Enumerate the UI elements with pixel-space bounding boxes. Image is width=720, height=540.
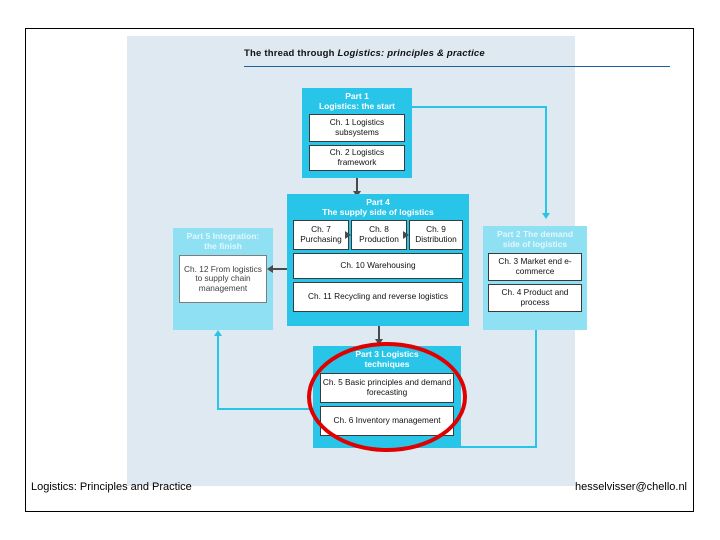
- part-5-block[interactable]: Part 5 Integration: the finish Ch. 12 Fr…: [173, 228, 273, 330]
- chapter-box-ch7[interactable]: Ch. 7 Purchasing: [293, 220, 349, 250]
- part-3-label-line1: Part 3 Logistics: [355, 349, 419, 359]
- chapter-box-ch1[interactable]: Ch. 1 Logistics subsystems: [309, 114, 405, 142]
- chapter-box-ch8[interactable]: Ch. 8 Production: [351, 220, 407, 250]
- part-1-label-line1: Part 1: [345, 91, 369, 101]
- part-4-label-line2: The supply side of logistics: [322, 207, 434, 217]
- arrow-part4-part5: [267, 265, 273, 273]
- part-5-label: Part 5 Integration: the finish: [173, 231, 273, 251]
- part-4-label: Part 4 The supply side of logistics: [287, 197, 469, 217]
- slide-frame: The thread through Logistics: principles…: [25, 28, 694, 512]
- part-5-label-line1: Part 5 Integration:: [186, 231, 260, 241]
- chapter-box-ch12[interactable]: Ch. 12 From logistics to supply chain ma…: [179, 255, 267, 303]
- chapter-box-ch11[interactable]: Ch. 11 Recycling and reverse logistics: [293, 282, 463, 312]
- diagram-header: The thread through Logistics: principles…: [244, 48, 674, 80]
- chapter-box-ch10[interactable]: Ch. 10 Warehousing: [293, 253, 463, 279]
- connector-part1-right: [412, 106, 547, 108]
- connector-right-down: [545, 106, 547, 214]
- footer-left-text: Logistics: Principles and Practice: [31, 481, 192, 493]
- connector-left-up: [217, 336, 219, 410]
- footer-right-text: hesselvisser@chello.nl: [574, 481, 687, 493]
- arrow-into-part5: [214, 330, 222, 336]
- connector-part4-part5: [273, 268, 287, 270]
- connector-part2-down: [535, 330, 537, 448]
- part-3-label-line2: techniques: [364, 359, 410, 369]
- title-divider: [244, 66, 670, 67]
- part-2-block[interactable]: Part 2 The demand side of logistics Ch. …: [483, 226, 587, 330]
- part-1-label-line2: Logistics: the start: [318, 101, 396, 111]
- chapter-box-ch3[interactable]: Ch. 3 Market end e-commerce: [488, 253, 582, 281]
- part-2-label-line1: Part 2 The demand: [496, 229, 574, 239]
- diagram-title-italic: Logistics: principles & practice: [337, 48, 485, 59]
- diagram-title-prefix: The thread through: [244, 48, 338, 59]
- arrow-ch7-ch8: [345, 231, 351, 239]
- part-4-label-line1: Part 4: [366, 197, 390, 207]
- part-3-label: Part 3 Logistics techniques: [313, 349, 461, 369]
- part-2-label-line2: side of logistics: [502, 239, 568, 249]
- part-2-label: Part 2 The demand side of logistics: [483, 229, 587, 249]
- chapter-box-ch5[interactable]: Ch. 5 Basic principles and demand foreca…: [320, 373, 454, 403]
- arrow-part4-part3: [375, 339, 383, 345]
- part-1-label: Part 1 Logistics: the start: [302, 91, 412, 111]
- part-4-block[interactable]: Part 4 The supply side of logistics Ch. …: [287, 194, 469, 326]
- part-5-label-line2: the finish: [204, 241, 242, 251]
- connector-part3-right: [457, 446, 537, 448]
- arrow-ch8-ch9: [403, 231, 409, 239]
- chapter-box-ch4[interactable]: Ch. 4 Product and process: [488, 284, 582, 312]
- chapter-box-ch2[interactable]: Ch. 2 Logistics framework: [309, 145, 405, 171]
- chapter-box-ch9[interactable]: Ch. 9 Distribution: [409, 220, 463, 250]
- connector-part1-part4: [356, 178, 358, 192]
- diagram-panel: The thread through Logistics: principles…: [127, 36, 670, 486]
- part-1-block[interactable]: Part 1 Logistics: the start Ch. 1 Logist…: [302, 88, 412, 178]
- arrow-into-part2: [542, 213, 550, 219]
- diagram-title: The thread through Logistics: principles…: [244, 48, 485, 59]
- chapter-box-ch6[interactable]: Ch. 6 Inventory management: [320, 406, 454, 436]
- part-3-block[interactable]: Part 3 Logistics techniques Ch. 5 Basic …: [313, 346, 461, 448]
- connector-part4-part3: [378, 326, 380, 340]
